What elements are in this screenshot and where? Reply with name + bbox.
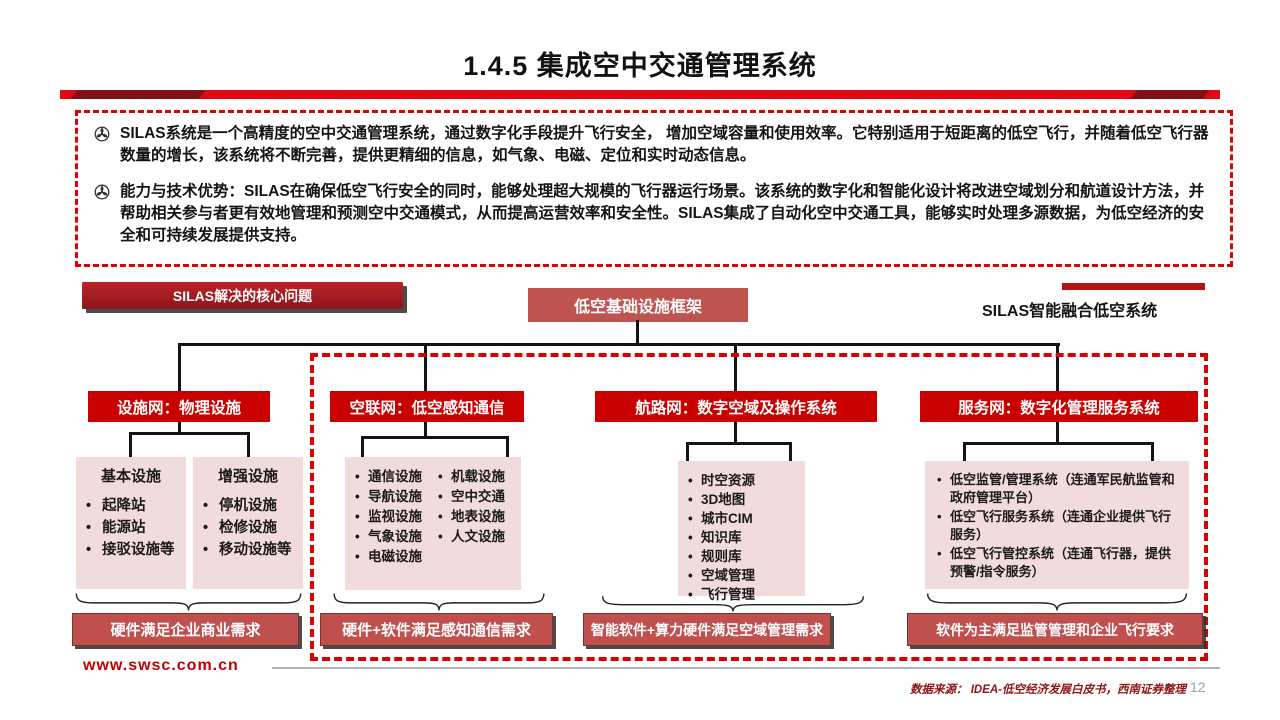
service-net-list: 低空监管/管理系统（连通军民航监管和政府管理平台） 低空飞行服务系统（连通企业提… [933, 471, 1183, 580]
list-item: 气象设施 [351, 527, 434, 547]
summary-bullet: SILAS系统是一个高精度的空中交通管理系统，通过数字化手段提升飞行安全， 增加… [92, 123, 1216, 167]
summary-panel: SILAS系统是一个高精度的空中交通管理系统，通过数字化手段提升飞行安全， 增加… [75, 110, 1233, 267]
list-item: 低空飞行管控系统（连通飞行器，提供预警/指令服务） [933, 545, 1183, 580]
website-link: www.swsc.com.cn [83, 657, 239, 674]
list-item: 规则库 [684, 547, 803, 566]
diagram-root-node: 低空基础设施框架 [528, 288, 748, 322]
list-item: 空域管理 [684, 566, 803, 585]
connector-line [424, 422, 427, 438]
connector-line [963, 442, 966, 465]
service-net-box: 低空监管/管理系统（连通军民航监管和政府管理平台） 低空飞行服务系统（连通企业提… [925, 461, 1189, 589]
connector-line [178, 343, 181, 391]
list-item: 能源站 [82, 518, 182, 538]
core-problem-badge: SILAS解决的核心问题 [82, 282, 403, 309]
page-title: 1.4.5 集成空中交通管理系统 [463, 51, 817, 81]
list-item: 低空飞行服务系统（连通企业提供飞行服务） [933, 508, 1183, 543]
title-bar-dark-segment [1130, 90, 1210, 99]
enhanced-facilities-title: 增强设施 [217, 468, 278, 485]
connector-line [686, 442, 689, 465]
list-item: 机载设施 [434, 467, 517, 487]
column-header-route-net: 航路网：数字空域及操作系统 [595, 391, 877, 422]
column-header-service-net: 服务网：数字化管理服务系统 [920, 391, 1198, 422]
route-net-box: 时空资源 3D地图 城市CIM 知识库 规则库 空域管理 飞行管理 [678, 461, 805, 604]
list-item: 导航设施 [351, 487, 434, 507]
conclusion-air-link-net: 硬件+软件满足感知通信需求 [320, 613, 553, 646]
title-bar-dark-segment [70, 90, 206, 99]
underbrace [332, 591, 546, 611]
connector-line [129, 432, 250, 435]
list-item: 地表设施 [434, 507, 517, 527]
list-item: 接驳设施等 [82, 540, 182, 560]
propeller-icon [94, 126, 110, 142]
air-link-list-left: 通信设施 导航设施 监视设施 气象设施 电磁设施 [351, 467, 434, 590]
basic-facilities-box: 基本设施 起降站 能源站 接驳设施等 [76, 457, 186, 589]
connector-line [178, 343, 1060, 346]
connector-line [734, 343, 737, 391]
connector-line [506, 436, 509, 460]
connector-line [424, 343, 427, 391]
system-label: SILAS智能融合低空系统 [982, 303, 1158, 320]
list-item: 时空资源 [684, 471, 803, 490]
list-item: 起降站 [82, 496, 182, 516]
underbrace [925, 591, 1189, 611]
connector-line [247, 432, 250, 457]
list-item: 城市CIM [684, 509, 803, 528]
list-item: 飞行管理 [684, 585, 803, 604]
connector-line [361, 436, 509, 439]
connector-line [636, 320, 639, 346]
list-item: 移动设施等 [199, 540, 299, 560]
list-item: 知识库 [684, 528, 803, 547]
summary-bullet-body: SILAS在确保低空飞行安全的同时，能够处理超大规模的飞行器运行场景。该系统的数… [120, 183, 1205, 244]
conclusion-route-net: 智能软件+算力硬件满足空域管理需求 [583, 613, 831, 646]
column-header-facility-net: 设施网：物理设施 [88, 391, 270, 422]
system-label-bar [1062, 283, 1205, 290]
list-item: 人文设施 [434, 527, 517, 547]
summary-bullet-body: SILAS系统是一个高精度的空中交通管理系统，通过数字化手段提升飞行安全， 增加… [120, 125, 1209, 164]
summary-bullet: 能力与技术优势：SILAS在确保低空飞行安全的同时，能够处理超大规模的飞行器运行… [92, 181, 1216, 247]
column-header-air-link-net: 空联网：低空感知通信 [330, 391, 524, 422]
connector-line [734, 422, 737, 444]
list-item: 通信设施 [351, 467, 434, 487]
list-item: 检修设施 [199, 518, 299, 538]
list-item: 电磁设施 [351, 547, 434, 567]
connector-line [1056, 422, 1059, 444]
connector-line [789, 442, 792, 465]
connector-line [686, 442, 792, 445]
connector-line [178, 422, 181, 434]
enhanced-facilities-box: 增强设施 停机设施 检修设施 移动设施等 [193, 457, 303, 589]
connector-line [361, 436, 364, 460]
connector-line [1151, 442, 1154, 465]
underbrace [600, 594, 866, 612]
list-item: 空中交通 [434, 487, 517, 507]
title-divider-bar [60, 90, 1220, 99]
connector-line [129, 432, 132, 457]
connector-line [1056, 343, 1059, 391]
summary-bullet-text: SILAS系统是一个高精度的空中交通管理系统，通过数字化手段提升飞行安全， 增加… [120, 123, 1216, 167]
propeller-icon [94, 184, 110, 200]
conclusion-service-net: 软件为主满足监管管理和企业飞行要求 [907, 613, 1203, 646]
underbrace [74, 591, 303, 611]
silas-scope-frame [310, 353, 1208, 661]
summary-bullet-lead: 能力与技术优势： [120, 183, 245, 200]
conclusion-facility-net: 硬件满足企业商业需求 [72, 613, 299, 646]
basic-facilities-title: 基本设施 [100, 468, 161, 485]
basic-facilities-list: 起降站 能源站 接驳设施等 [76, 496, 186, 560]
list-item: 低空监管/管理系统（连通军民航监管和政府管理平台） [933, 471, 1183, 506]
footer-divider [272, 667, 1220, 669]
summary-bullet-text: 能力与技术优势：SILAS在确保低空飞行安全的同时，能够处理超大规模的飞行器运行… [120, 181, 1216, 247]
air-link-facilities-box: 通信设施 导航设施 监视设施 气象设施 电磁设施 机载设施 空中交通 地表设施 … [345, 457, 521, 590]
list-item: 监视设施 [351, 507, 434, 527]
connector-line [963, 442, 1154, 445]
enhanced-facilities-list: 停机设施 检修设施 移动设施等 [193, 496, 303, 560]
data-source-note: 数据来源： IDEA-低空经济发展白皮书，西南证券整理 [910, 684, 1186, 696]
air-link-list-right: 机载设施 空中交通 地表设施 人文设施 [434, 467, 517, 590]
route-net-list: 时空资源 3D地图 城市CIM 知识库 规则库 空域管理 飞行管理 [684, 471, 803, 604]
page-number: 12 [1190, 679, 1206, 695]
list-item: 3D地图 [684, 490, 803, 509]
list-item: 停机设施 [199, 496, 299, 516]
